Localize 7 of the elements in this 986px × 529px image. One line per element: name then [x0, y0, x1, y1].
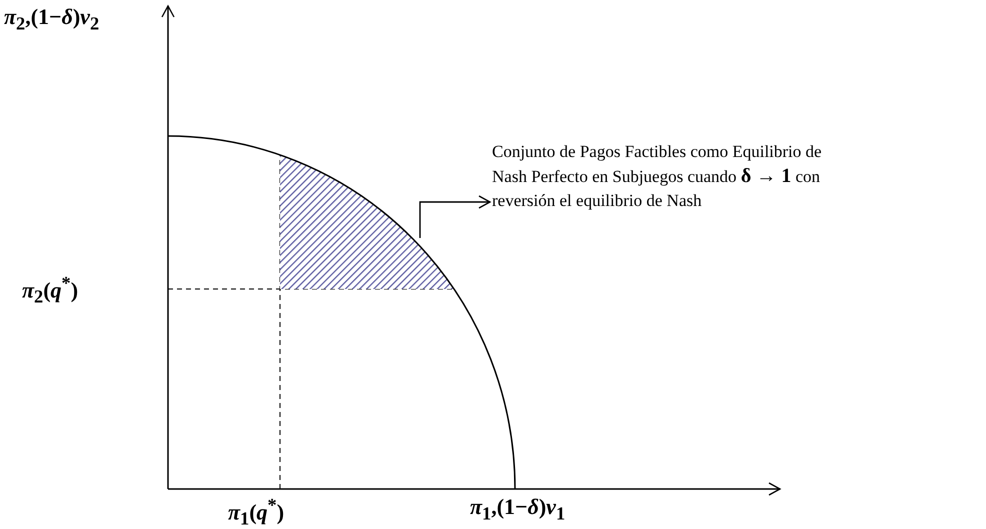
- annotation-text: Conjunto de Pagos Factibles como Equilibrio de Nash Perfecto en Subjuegos cuando δ → 1 con reversión el equilibrio de Nash: [492, 140, 822, 213]
- x-axis-label: π$_{1}$,(1−δ)v$_{1}$: [470, 496, 566, 523]
- leader-arrow: [419, 195, 491, 238]
- tick-label: π$_{2}$(q$^{*}$): [22, 274, 78, 306]
- y-axis-label: π$_{2}$,(1−δ)v$_{2}$: [4, 6, 100, 33]
- tick-label: π$_{1}$(q$^{*}$): [228, 496, 284, 528]
- hatched-region: [280, 155, 454, 289]
